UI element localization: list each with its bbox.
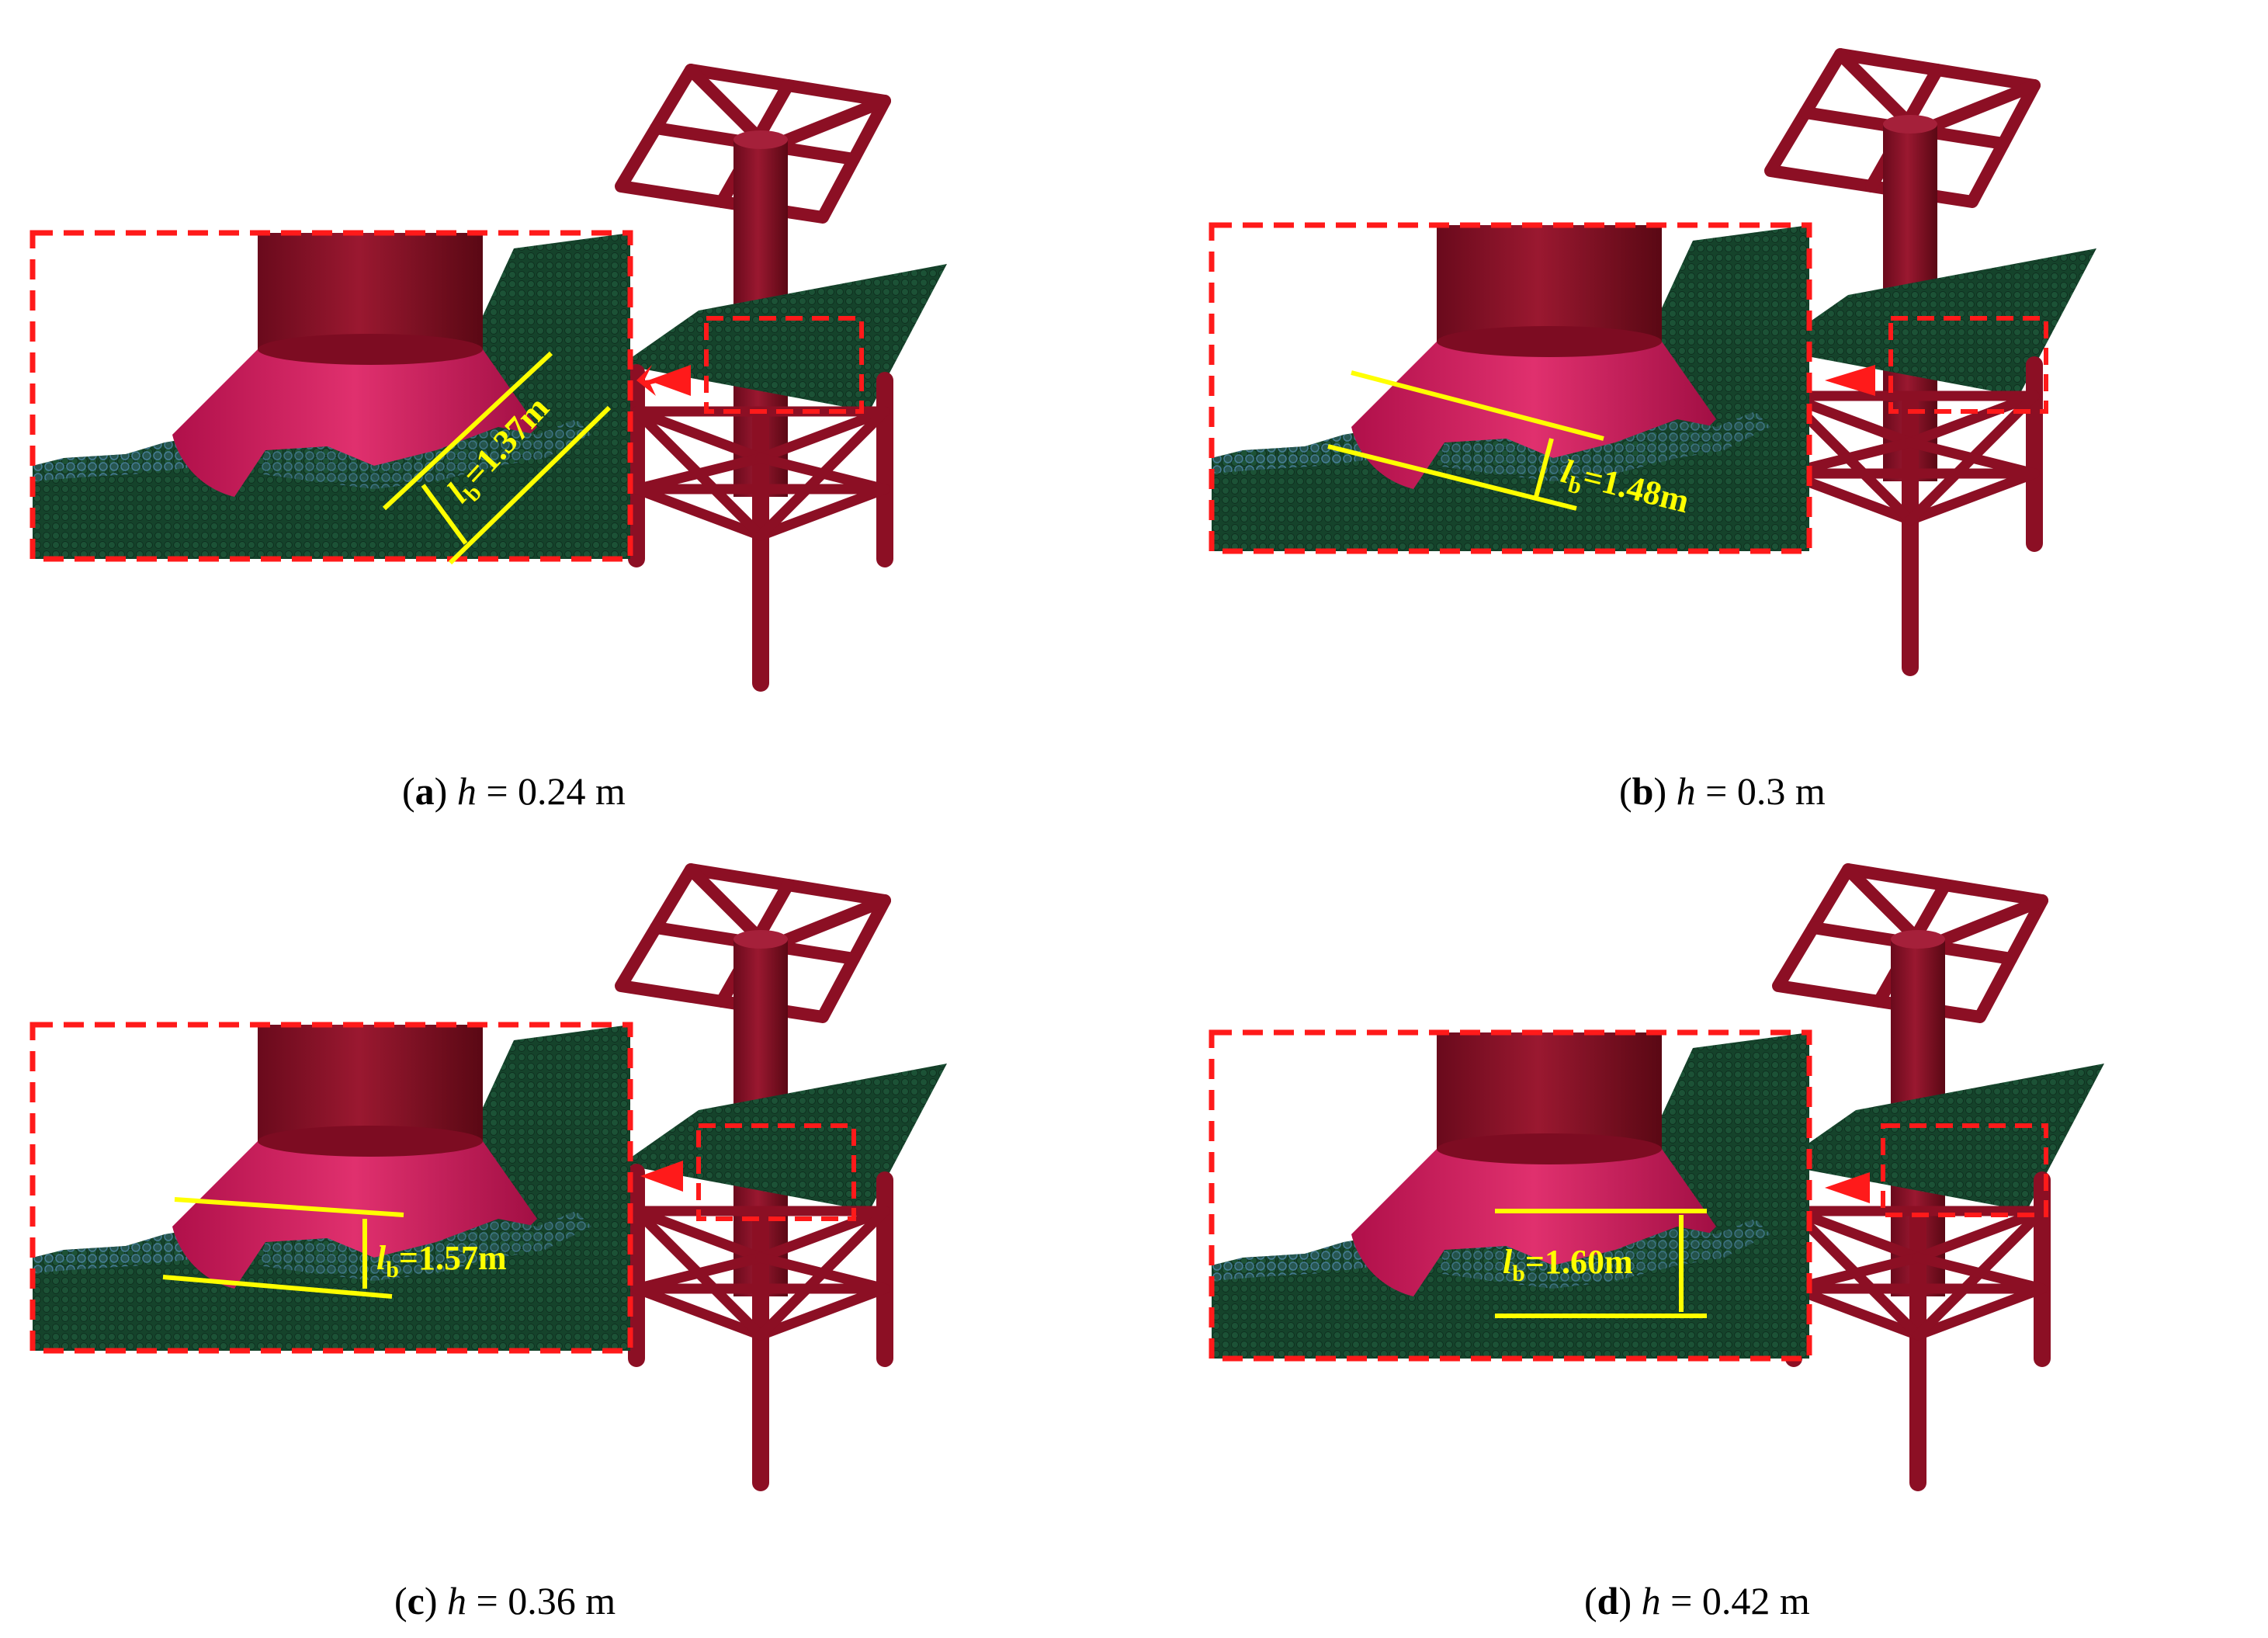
caption-b: (b) h = 0.3 m <box>1619 769 1826 813</box>
pointer-arrow <box>1825 365 1875 396</box>
panel-a: lb=1.37m (a) h = 0.24 m <box>0 0 1134 819</box>
inset-frame <box>1209 1029 1812 1362</box>
panel-d-figure: lb=1.60m <box>1209 819 2268 1638</box>
panel-b-figure: lb=1.48m <box>1209 0 2268 819</box>
pointer-arrow <box>640 1161 683 1192</box>
panel-c-figure: lb=1.57m <box>29 819 1134 1638</box>
pointer-arrow <box>1825 1172 1870 1203</box>
caption-d: (d) h = 0.42 m <box>1584 1579 1810 1622</box>
inset-frame <box>29 1022 633 1354</box>
panel-b: lb=1.48m (b) h = 0.3 m <box>1134 0 2268 819</box>
zoom-region-box <box>1881 1123 2048 1217</box>
zoom-region-box <box>696 1123 856 1221</box>
panel-d: lb=1.60m (d) h = 0.42 m <box>1134 819 2268 1638</box>
lb-label-d: lb=1.60m <box>1503 1243 1633 1286</box>
zoom-region-box <box>704 316 864 414</box>
lb-measure <box>1495 1209 1707 1318</box>
inset-frame <box>29 230 633 562</box>
caption-a: (a) h = 0.24 m <box>402 769 626 813</box>
lb-measure <box>162 1197 404 1299</box>
panel-a-figure: lb=1.37m <box>29 0 1134 819</box>
inset-frame <box>1209 222 1812 554</box>
caption-c: (c) h = 0.36 m <box>394 1579 616 1622</box>
lb-measure <box>1327 370 1604 511</box>
zoom-region-box <box>1888 316 2048 414</box>
panel-c: lb=1.57m (c) h = 0.36 m <box>0 819 1134 1638</box>
lb-label-c: lb=1.57m <box>376 1239 507 1282</box>
lb-measure <box>382 351 612 565</box>
